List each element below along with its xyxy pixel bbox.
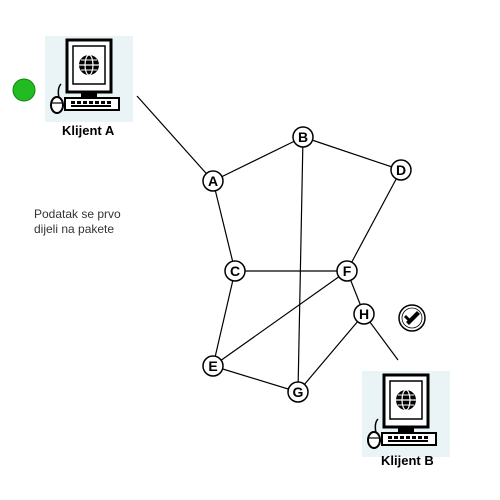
node-C[interactable]: C — [224, 260, 246, 282]
nodes-layer: A B C D E F G H — [202, 126, 412, 403]
node-label: F — [343, 263, 352, 279]
node-circle — [353, 303, 375, 325]
node-label: G — [293, 384, 304, 400]
node-D[interactable]: D — [390, 159, 412, 181]
link-B-D — [302, 136, 402, 171]
packet-icon[interactable] — [398, 304, 426, 332]
node-label: H — [359, 306, 369, 322]
node-circle — [224, 260, 246, 282]
node-A[interactable]: A — [202, 170, 224, 192]
link-C-E — [212, 270, 236, 367]
link-G-H — [297, 313, 365, 393]
node-E[interactable]: E — [202, 355, 224, 377]
links-layer — [136, 95, 402, 393]
node-H[interactable]: H — [353, 303, 375, 325]
packet-note: Podatak se prvo dijeli na pakete — [34, 207, 121, 237]
link-D-F — [346, 169, 402, 272]
node-label: A — [208, 173, 218, 189]
client-a-label: Klijent A — [62, 123, 115, 138]
node-circle — [202, 355, 224, 377]
client-link-A — [136, 95, 214, 182]
link-E-F — [212, 270, 348, 367]
node-label: D — [396, 162, 406, 178]
node-label: C — [230, 263, 240, 279]
client-a-computer-icon[interactable] — [43, 34, 135, 124]
node-circle — [390, 159, 412, 181]
node-F[interactable]: F — [336, 260, 358, 282]
link-A-B — [212, 136, 304, 182]
node-circle — [287, 381, 309, 403]
green-status-dot-icon — [12, 78, 36, 102]
node-label: E — [208, 358, 217, 374]
client-b-label: Klijent B — [381, 453, 434, 468]
node-circle — [202, 170, 224, 192]
node-label: B — [298, 129, 308, 145]
node-G[interactable]: G — [287, 381, 309, 403]
node-B[interactable]: B — [292, 126, 314, 148]
node-circle — [336, 260, 358, 282]
link-B-G — [297, 136, 304, 393]
link-E-G — [212, 365, 299, 393]
client-b-computer-icon[interactable] — [360, 369, 452, 459]
link-A-C — [212, 180, 236, 272]
node-circle — [292, 126, 314, 148]
packet-note-line-2: dijeli na pakete — [34, 222, 115, 236]
packet-note-line-1: Podatak se prvo — [34, 207, 121, 221]
